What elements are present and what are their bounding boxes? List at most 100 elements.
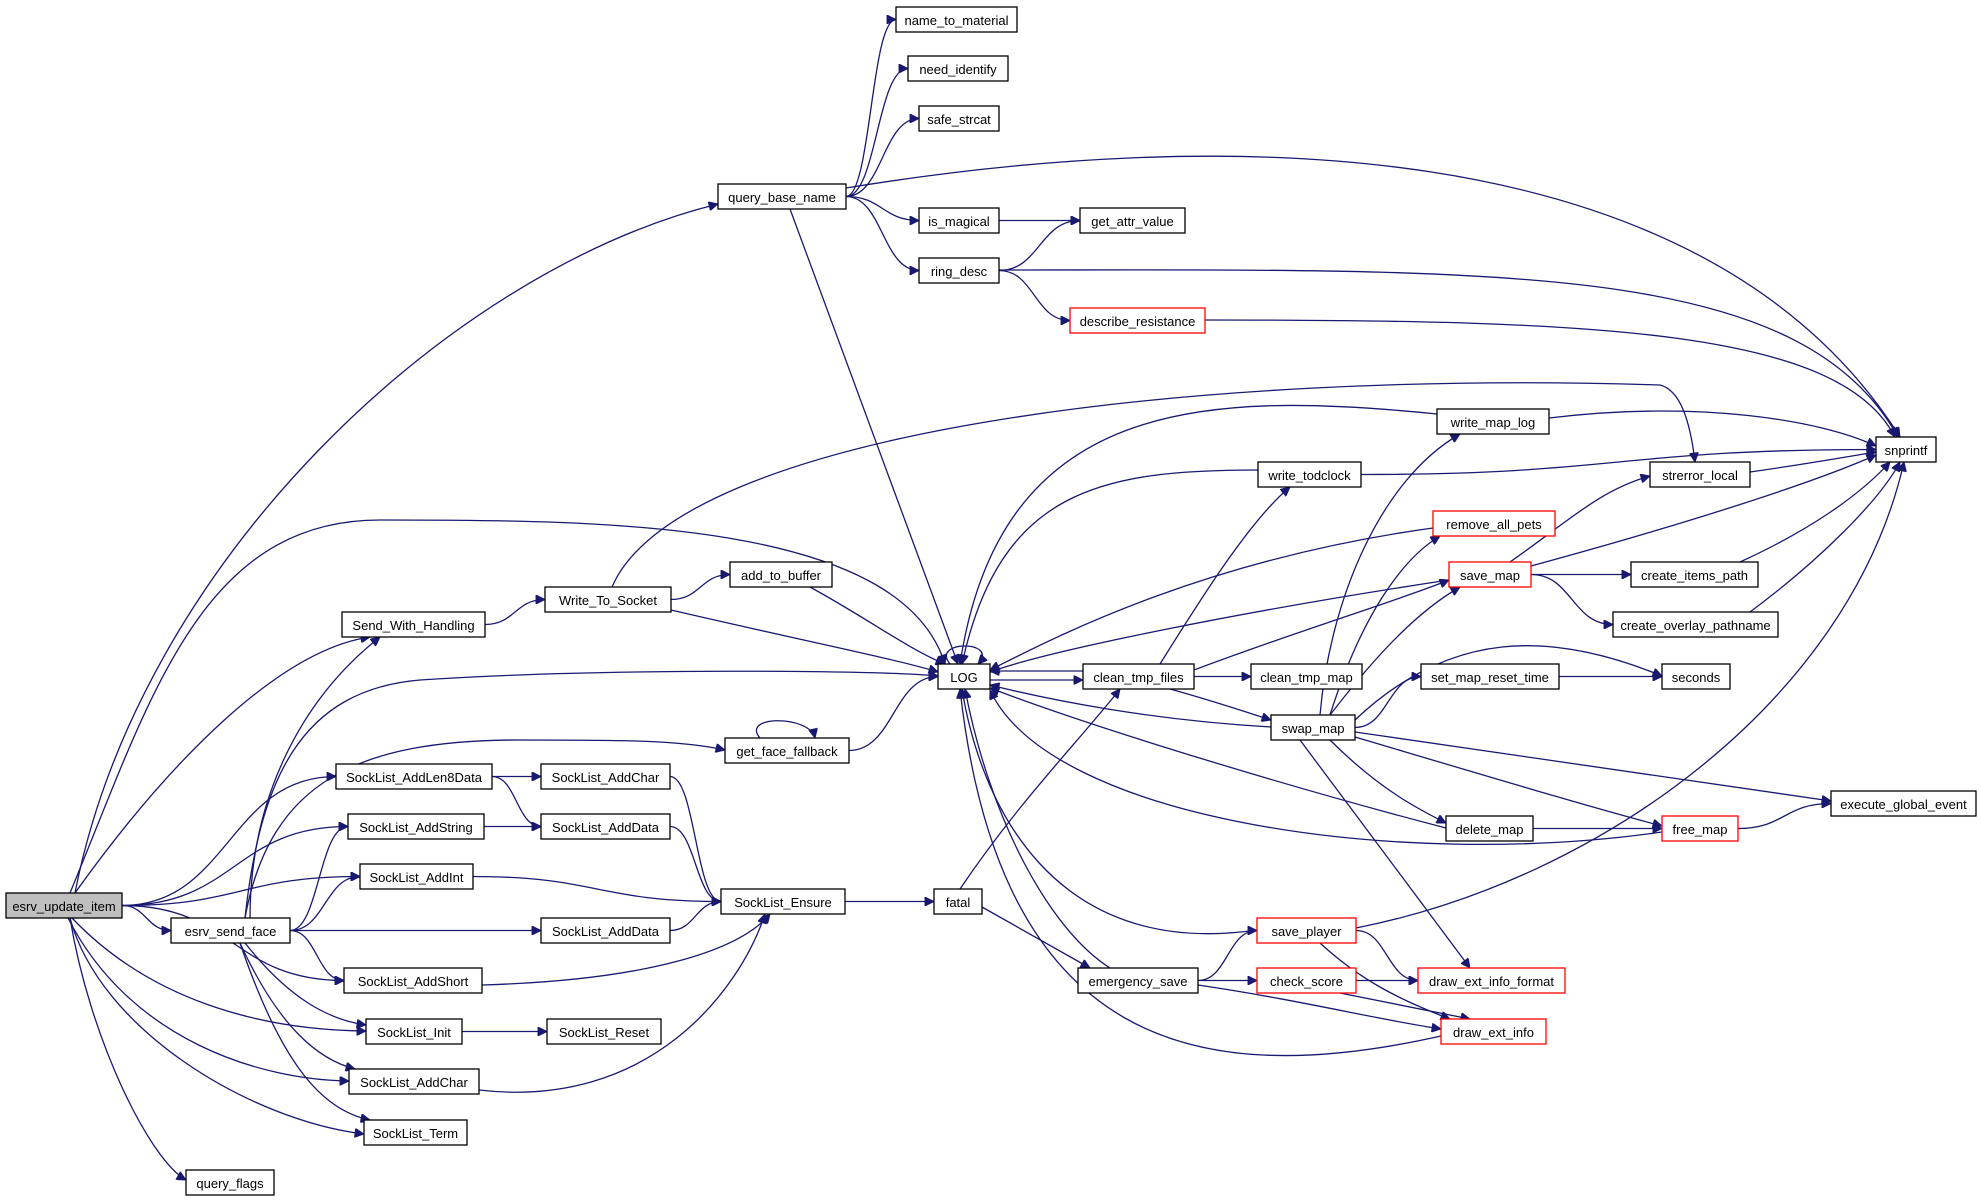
edge-clean_tmp_files-to-write_todclock [1159, 487, 1290, 665]
edge-swap_map-to-LOG [990, 685, 1272, 728]
node-label: LOG [950, 670, 977, 685]
node-SockList_AddData_1[interactable]: SockList_AddData [540, 813, 671, 840]
node-box [1420, 663, 1560, 690]
node-SockList_Term[interactable]: SockList_Term [363, 1119, 468, 1146]
edge-esrv_update_item-to-SockList_AddChar [67, 917, 349, 1081]
node-clean_tmp_map[interactable]: clean_tmp_map [1250, 663, 1363, 690]
node-box [546, 1018, 662, 1045]
node-box [1256, 917, 1357, 944]
node-name_to_material[interactable]: name_to_material [895, 6, 1018, 33]
node-box [544, 586, 672, 613]
edge-Write_To_Socket-to-LOG [670, 609, 938, 672]
edge-query_base_name-to-name_to_material [845, 20, 896, 198]
node-ring_desc[interactable]: ring_desc [918, 257, 1000, 284]
node-esrv_send_face[interactable]: esrv_send_face [170, 917, 291, 944]
node-box [724, 737, 850, 764]
node-SockList_AddChar_2[interactable]: SockList_AddChar [540, 763, 671, 790]
node-strerror_local[interactable]: strerror_local [1649, 461, 1751, 488]
node-fatal[interactable]: fatal [933, 888, 983, 915]
node-SockList_Init[interactable]: SockList_Init [365, 1018, 463, 1045]
edge-save_map-to-LOG [990, 579, 1450, 672]
node-Write_To_Socket[interactable]: Write_To_Socket [544, 586, 672, 613]
node-box [341, 611, 486, 638]
nodes-layer: esrv_update_item query_base_name name_to_m… [5, 6, 1977, 1196]
node-box [1612, 611, 1779, 638]
node-label: write_map_log [1450, 415, 1536, 430]
node-LOG[interactable]: LOG [937, 663, 991, 690]
node-box [907, 55, 1009, 82]
node-label: need_identify [919, 62, 997, 77]
node-describe_resistance[interactable]: describe_resistance [1069, 307, 1206, 334]
node-remove_all_pets[interactable]: remove_all_pets [1432, 510, 1556, 537]
node-set_map_reset_time[interactable]: set_map_reset_time [1420, 663, 1560, 690]
node-label: create_overlay_pathname [1620, 618, 1770, 633]
node-label: is_magical [928, 214, 990, 229]
node-box [933, 888, 983, 915]
node-SockList_AddShort[interactable]: SockList_AddShort [343, 967, 483, 994]
node-snprintf[interactable]: snprintf [1875, 436, 1937, 463]
node-create_overlay_pathname[interactable]: create_overlay_pathname [1612, 611, 1779, 638]
node-execute_global_event[interactable]: execute_global_event [1830, 790, 1977, 817]
node-write_todclock[interactable]: write_todclock [1257, 461, 1362, 488]
node-write_map_log[interactable]: write_map_log [1436, 408, 1550, 435]
edge-query_base_name-to-need_identify [845, 69, 908, 198]
node-label: SockList_Term [373, 1126, 458, 1141]
node-box [918, 257, 1000, 284]
node-label: add_to_buffer [741, 568, 822, 583]
edge-Write_To_Socket-to-strerror_local [611, 382, 1695, 588]
edge-save_player-to-LOG [962, 689, 1258, 935]
node-label: SockList_AddChar [360, 1075, 468, 1090]
edge-ring_desc-to-snprintf [998, 269, 1899, 437]
node-label: emergency_save [1089, 974, 1188, 989]
node-free_map[interactable]: free_map [1661, 815, 1739, 842]
edge-query_base_name-to-snprintf [845, 155, 1901, 437]
edge-save_player-to-draw_ext_info [1319, 942, 1450, 1019]
node-save_map[interactable]: save_map [1448, 561, 1532, 588]
node-safe_strcat[interactable]: safe_strcat [918, 105, 1000, 132]
node-emergency_save[interactable]: emergency_save [1077, 967, 1199, 994]
node-box [1250, 663, 1363, 690]
edge-swap_map-to-save_map [1329, 586, 1460, 716]
node-SockList_AddData_2[interactable]: SockList_AddData [540, 917, 671, 944]
node-SockList_Ensure[interactable]: SockList_Ensure [720, 888, 846, 915]
node-swap_map[interactable]: swap_map [1270, 714, 1356, 741]
node-esrv_update_item[interactable]: esrv_update_item [5, 892, 123, 919]
node-need_identify[interactable]: need_identify [907, 55, 1009, 82]
edge-emergency_save-to-LOG [965, 689, 1111, 969]
node-box [1661, 663, 1731, 690]
node-SockList_Reset[interactable]: SockList_Reset [546, 1018, 662, 1045]
node-box [1417, 967, 1566, 994]
edge-check_score-to-draw_ext_info [1339, 992, 1470, 1019]
node-SockList_AddLen8Data[interactable]: SockList_AddLen8Data [335, 763, 493, 790]
node-get_face_fallback[interactable]: get_face_fallback [724, 737, 850, 764]
node-box [540, 763, 671, 790]
node-draw_ext_info_format[interactable]: draw_ext_info_format [1417, 967, 1566, 994]
node-Send_With_Handling[interactable]: Send_With_Handling [341, 611, 486, 638]
node-add_to_buffer[interactable]: add_to_buffer [729, 561, 833, 588]
node-SockList_AddChar[interactable]: SockList_AddChar [348, 1068, 480, 1095]
node-SockList_AddInt[interactable]: SockList_AddInt [359, 863, 474, 890]
node-label: SockList_AddInt [370, 870, 464, 885]
node-delete_map[interactable]: delete_map [1445, 815, 1534, 842]
edge-LOG-to-LOG [946, 645, 982, 664]
edge-swap_map-to-execute_global_event [1354, 731, 1831, 801]
node-label: SockList_Ensure [734, 895, 832, 910]
node-box [1436, 408, 1550, 435]
node-SockList_AddString[interactable]: SockList_AddString [347, 813, 485, 840]
node-check_score[interactable]: check_score [1256, 967, 1357, 994]
node-label: esrv_update_item [12, 899, 115, 914]
node-seconds[interactable]: seconds [1661, 663, 1731, 690]
node-query_base_name[interactable]: query_base_name [717, 183, 847, 210]
node-get_attr_value[interactable]: get_attr_value [1079, 207, 1186, 234]
node-create_items_path[interactable]: create_items_path [1630, 561, 1759, 588]
node-label: Send_With_Handling [352, 618, 474, 633]
edge-emergency_save-to-save_player [1197, 931, 1257, 982]
node-box [5, 892, 123, 919]
node-label: clean_tmp_files [1093, 670, 1184, 685]
node-save_player[interactable]: save_player [1256, 917, 1357, 944]
node-is_magical[interactable]: is_magical [918, 207, 1000, 234]
node-query_flags[interactable]: query_flags [185, 1169, 275, 1196]
node-draw_ext_info[interactable]: draw_ext_info [1440, 1018, 1547, 1045]
node-clean_tmp_files[interactable]: clean_tmp_files [1082, 663, 1195, 690]
node-box [1256, 967, 1357, 994]
